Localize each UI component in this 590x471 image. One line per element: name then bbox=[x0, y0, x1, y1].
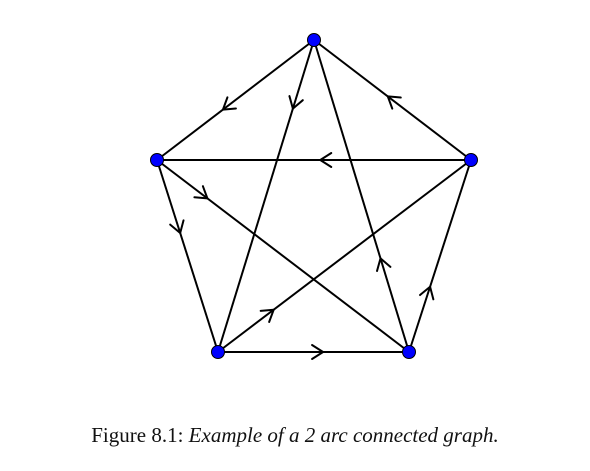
node-right bbox=[464, 153, 478, 167]
arc-left-to-bottom-left bbox=[156, 159, 219, 353]
arrowhead-left-to-bottom-left bbox=[169, 219, 185, 234]
arc-bottom-right-to-top bbox=[313, 39, 410, 353]
arrowhead-top-to-left bbox=[221, 96, 237, 111]
node-bottom-right bbox=[402, 345, 416, 359]
arrowhead-left-to-bottom-right bbox=[193, 185, 209, 200]
arrowhead-right-to-left bbox=[319, 152, 333, 168]
graph-edges bbox=[156, 39, 472, 353]
caption-text: Example of a 2 arc connected graph. bbox=[188, 423, 499, 447]
arrowhead-bottom-left-to-right bbox=[259, 308, 275, 323]
node-left bbox=[150, 153, 164, 167]
node-top bbox=[307, 33, 321, 47]
caption-label: Figure 8.1: bbox=[91, 423, 184, 447]
arrowhead-bottom-right-to-right bbox=[419, 285, 435, 301]
node-bottom-left bbox=[211, 345, 225, 359]
arrowhead-bottom-right-to-top bbox=[376, 257, 392, 272]
arc-top-to-left bbox=[156, 39, 315, 161]
arc-bottom-left-to-right bbox=[217, 159, 472, 353]
arc-right-to-top bbox=[313, 39, 472, 161]
arrowhead-top-to-bottom-left bbox=[288, 95, 304, 110]
arc-bottom-right-to-right bbox=[408, 159, 472, 353]
directed-graph-diagram bbox=[150, 33, 478, 360]
arrowhead-right-to-top bbox=[386, 95, 402, 110]
arrowhead-bottom-left-to-bottom-right bbox=[311, 344, 325, 360]
graph-nodes bbox=[150, 33, 478, 359]
arc-top-to-bottom-left bbox=[217, 39, 315, 353]
arc-left-to-bottom-right bbox=[156, 159, 410, 353]
figure-caption: Figure 8.1: Example of a 2 arc connected… bbox=[0, 423, 590, 448]
graph-arrowheads bbox=[169, 95, 435, 360]
